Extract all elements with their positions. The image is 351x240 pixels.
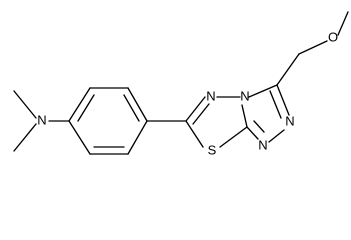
bond-benzene-6 [68, 120, 91, 155]
molecule-canvas: N S N N N N O [13, 11, 349, 158]
atom-o-ether: O [328, 29, 338, 44]
bond-n-bridge-c-fused [241, 104, 248, 128]
atom-n-top: N [206, 88, 215, 103]
bond-methyl-upper [13, 90, 37, 119]
bond-n-right-lower-c-fused [246, 126, 259, 140]
bond-benzene-4 [127, 120, 148, 155]
bond-n-right-lower-c-fused-double [253, 120, 265, 133]
bond-n-right-upper-n-right-lower [268, 129, 285, 143]
bond-o-ch3 [337, 11, 349, 36]
bond-ch2-o [298, 40, 328, 55]
bond-methyl-lower [13, 123, 37, 152]
bond-benzene-3 [127, 87, 148, 122]
atom-n-right-upper: N [285, 113, 294, 128]
bond-s-c6 [185, 120, 204, 148]
bond-c3-ch2 [276, 53, 300, 86]
molecule-structure: N S N N N N O [13, 11, 349, 157]
bond-n-bridge-c3 [248, 84, 278, 98]
atom-s-ring: S [208, 142, 217, 157]
atom-n-dimethyl: N [37, 112, 46, 127]
bond-benzene-inner-1 [77, 94, 95, 122]
bond-benzene-1 [68, 87, 91, 122]
bond-c3-n-right-upper-double [269, 90, 282, 119]
atom-n-bridge: N [240, 88, 249, 103]
bond-c6-n-top-double [192, 103, 210, 125]
bond-c3-n-right-upper [276, 84, 290, 116]
bond-c-fused-s [219, 126, 248, 148]
atom-n-right-lower: N [258, 137, 267, 152]
bond-c6-n-top [185, 96, 206, 122]
bond-benzene-inner-2 [123, 94, 140, 122]
